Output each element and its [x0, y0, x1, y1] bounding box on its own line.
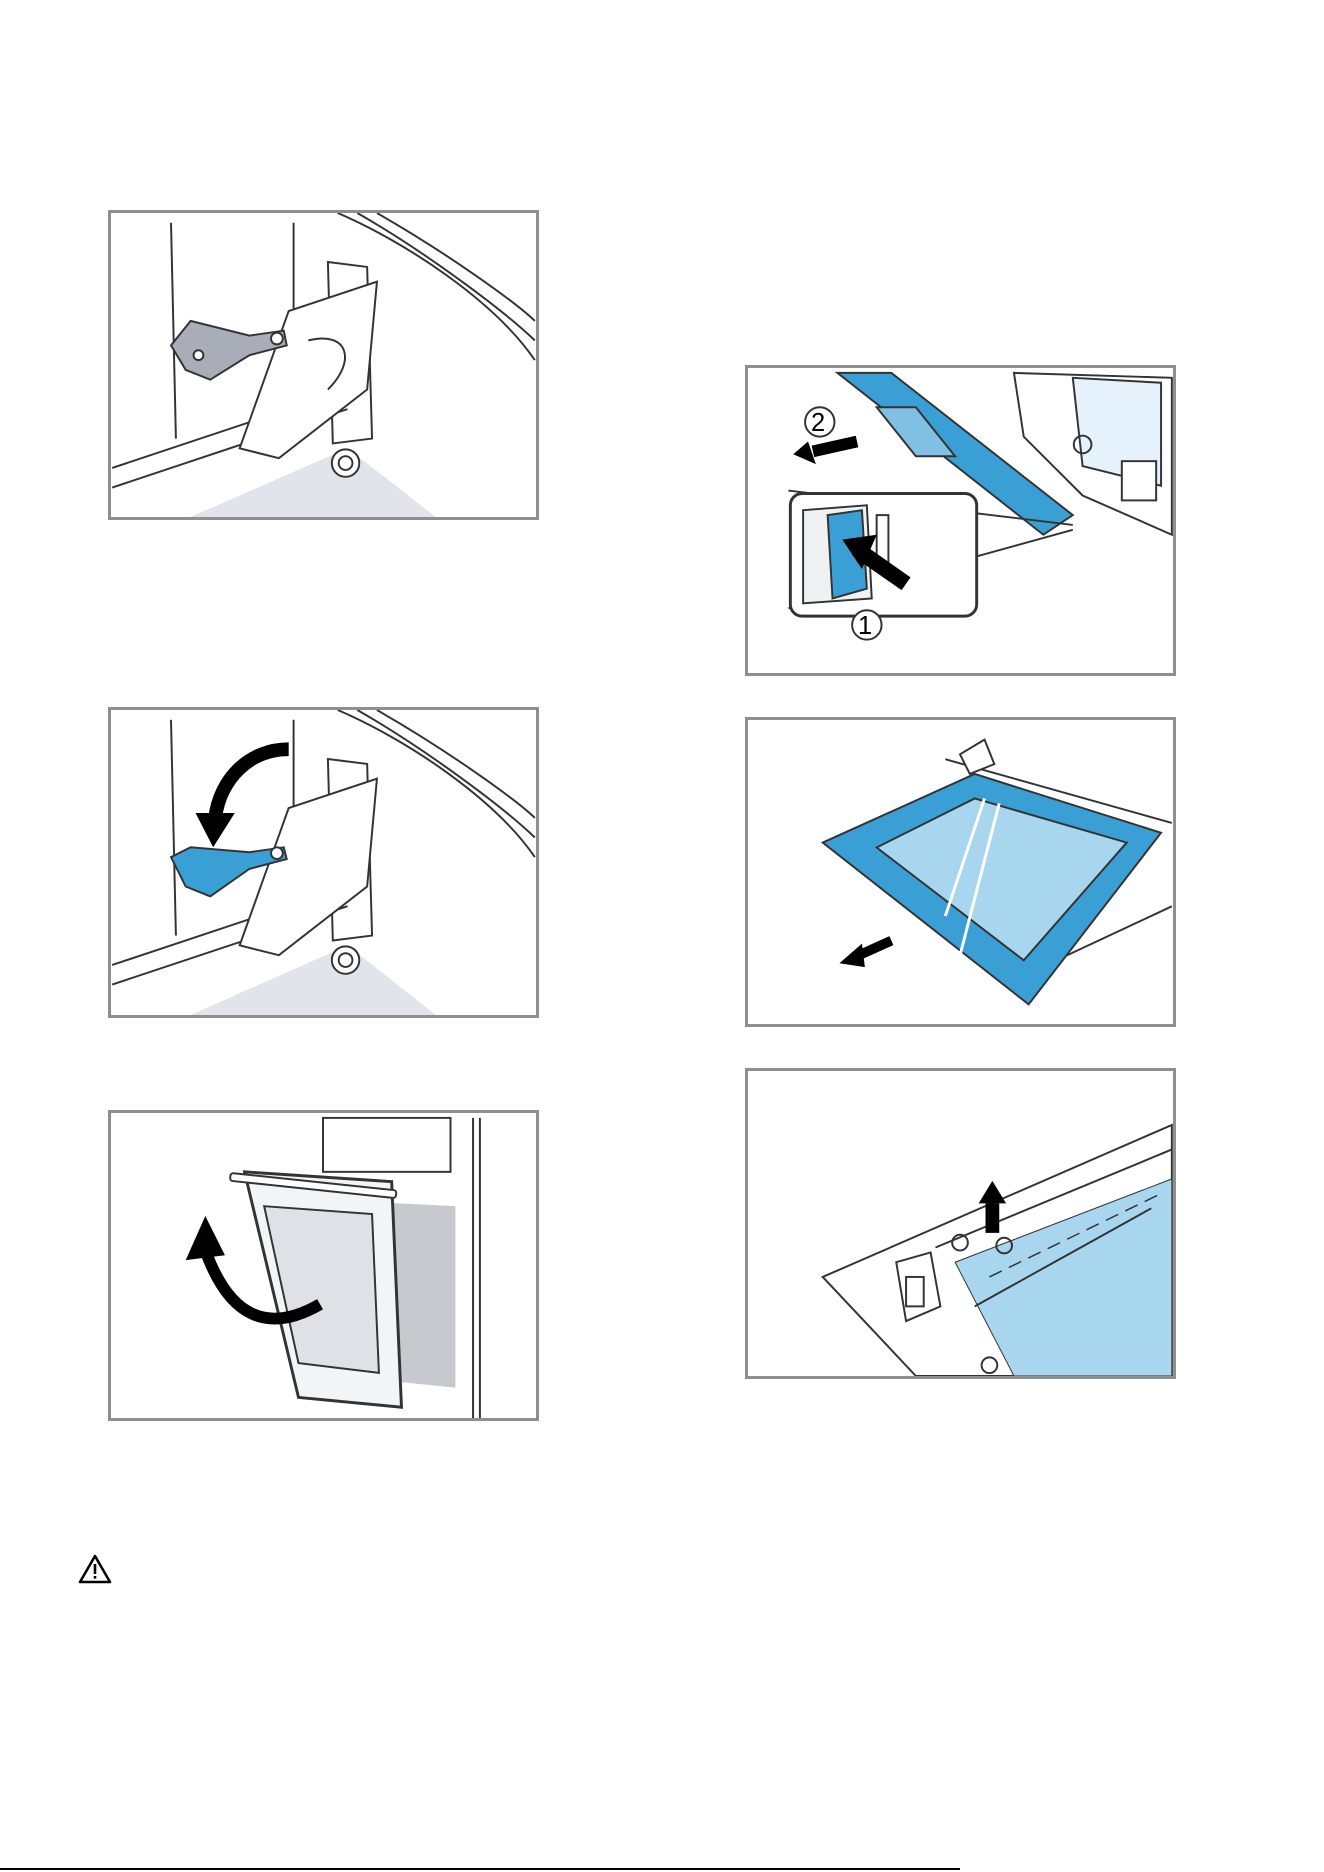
figure-hinge-lever-folded	[108, 707, 539, 1018]
figure-glass-pane-lift	[745, 1068, 1176, 1379]
callout-label-2: 2	[811, 409, 825, 437]
figure-oven-door-removal	[108, 1110, 539, 1421]
pull-arrow-icon	[813, 442, 857, 452]
glass-lift-illustration	[748, 1071, 1173, 1376]
callout-label-1: 1	[858, 612, 872, 640]
figure-hinge-lever-closed	[108, 210, 539, 520]
page-footer-rule	[0, 1868, 960, 1870]
door-cover-illustration: 1 2	[748, 368, 1173, 673]
figure-door-cover-removal: 1 2	[745, 365, 1176, 676]
figure-inner-glass-removal	[745, 717, 1176, 1027]
hinge-illustration	[111, 213, 536, 517]
hinge-illustration	[111, 710, 536, 1015]
curved-arrow-icon	[215, 749, 289, 818]
warning-triangle-icon	[78, 1554, 112, 1584]
oven-door-illustration	[111, 1113, 536, 1418]
glass-pane-illustration	[748, 720, 1173, 1024]
